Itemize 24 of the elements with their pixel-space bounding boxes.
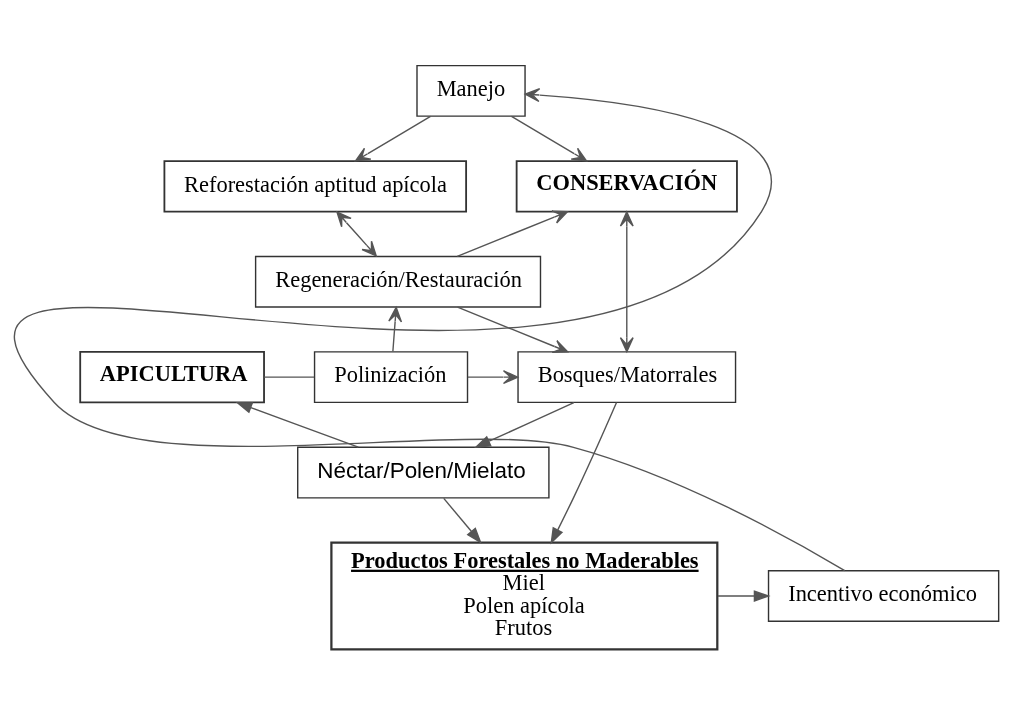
arrow [510,115,588,162]
arrow [235,401,359,448]
arrow [388,306,403,352]
arrow [456,306,569,353]
arrow [456,210,568,257]
connector [263,375,315,378]
node-box: Regeneración/Restauración [254,255,542,308]
arrow [474,401,575,448]
arrow [619,210,634,352]
node-box: Reforestación aptitud apícola [163,159,468,212]
node-box: APICULTURA [79,350,265,403]
node-box: Polinización [313,350,469,403]
arrow [467,369,519,384]
node-box: Productos Forestales no Maderables Miel Polen apícola Frutos [330,541,719,650]
node-box: Bosques/Matorrales [517,350,737,403]
node-box: CONSERVACIÓN [515,159,738,212]
arrow [717,589,771,602]
arrow [550,401,618,544]
arrow [443,497,482,544]
node-box: Néctar/Polen/Mielato [297,446,550,499]
node-box: Manejo [416,64,526,117]
node-box: Incentivo económico [767,569,1000,622]
arrow [354,115,432,162]
arrow [336,210,377,257]
